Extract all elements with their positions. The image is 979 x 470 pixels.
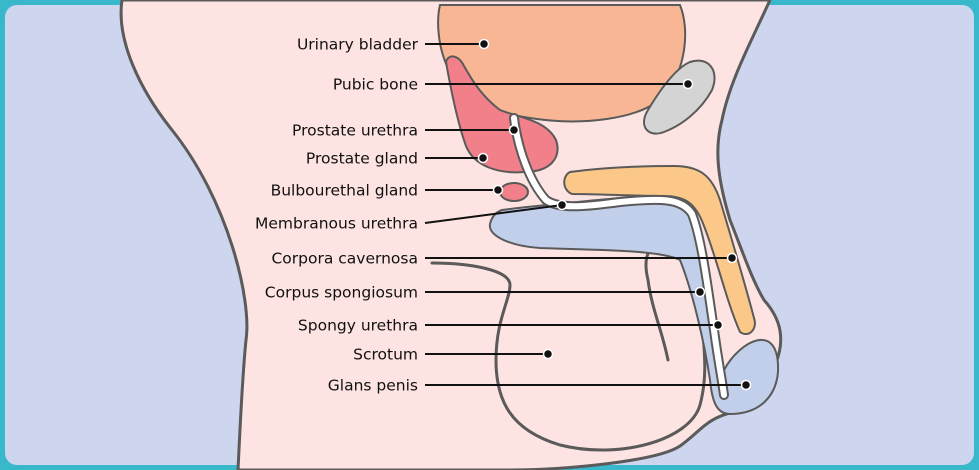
pubic-bone-label: Pubic bone [333, 76, 418, 94]
urinary-bladder-label: Urinary bladder [297, 36, 419, 54]
spongy-urethra-marker-dot [714, 321, 723, 330]
corpora-cavernosa-label: Corpora cavernosa [271, 250, 418, 268]
spongy-urethra-label: Spongy urethra [298, 317, 418, 335]
pubic-bone-marker-dot [684, 80, 693, 89]
bulbourethral-gland-label: Bulbourethal gland [271, 182, 418, 200]
bulbourethral-gland-marker-dot [494, 186, 503, 195]
urinary-bladder-marker-dot [480, 40, 489, 49]
scrotum-label: Scrotum [353, 346, 418, 364]
scrotum-marker-dot [544, 350, 553, 359]
prostate-urethra-marker-dot [510, 126, 519, 135]
prostate-gland-marker-dot [479, 154, 488, 163]
glans-penis-marker-dot [742, 381, 751, 390]
prostate-urethra-label: Prostate urethra [292, 122, 418, 140]
glans-penis-label: Glans penis [328, 377, 418, 395]
corpus-spongiosum-label: Corpus spongiosum [265, 284, 418, 302]
corpora-cavernosa-marker-dot [728, 254, 737, 263]
membranous-urethra-label: Membranous urethra [255, 215, 418, 233]
membranous-urethra-marker-dot [558, 201, 567, 210]
prostate-gland-label: Prostate gland [306, 150, 418, 168]
bulbourethral-gland-shape [500, 183, 528, 201]
corpus-spongiosum-marker-dot [696, 288, 705, 297]
